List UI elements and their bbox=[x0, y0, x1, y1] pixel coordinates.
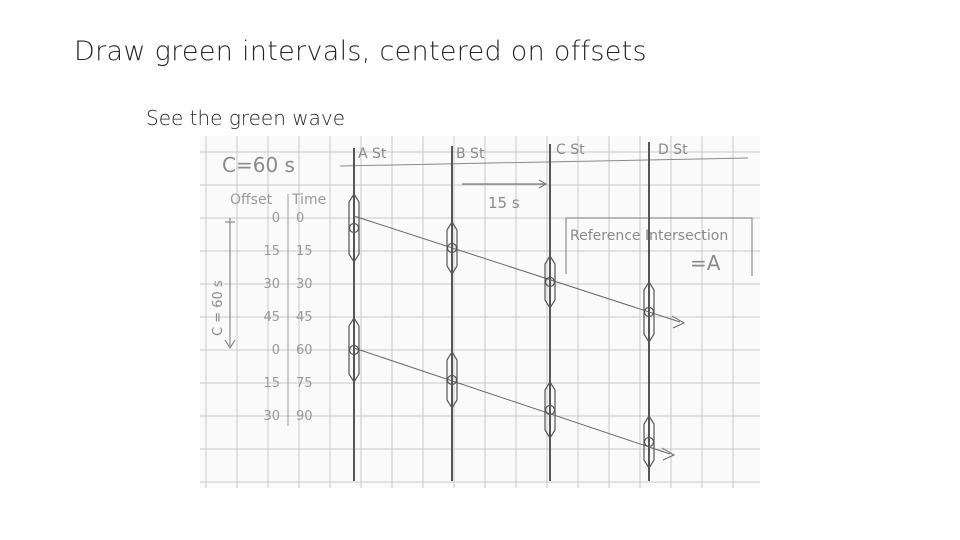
offset-marker bbox=[544, 404, 556, 416]
paper bbox=[200, 136, 760, 488]
street-label-c: C St bbox=[556, 142, 585, 158]
green-intervals bbox=[348, 192, 655, 470]
time-cell: 30 bbox=[296, 277, 313, 292]
grid-lines bbox=[200, 136, 760, 488]
offset-marker bbox=[544, 276, 556, 288]
offset-time-table: 0 0 15 15 30 30 45 45 0 60 15 75 30 90 bbox=[263, 211, 312, 424]
offset-marker bbox=[446, 242, 458, 254]
time-cell: 15 bbox=[296, 244, 313, 259]
green-interval-bar bbox=[544, 254, 556, 310]
reference-box bbox=[565, 217, 753, 276]
offset-cell: 15 bbox=[263, 376, 280, 391]
travel-time-label: 15 s bbox=[488, 194, 520, 212]
time-cell: 0 bbox=[296, 211, 304, 226]
time-cell: 90 bbox=[296, 409, 313, 424]
cycle-label: C=60 s bbox=[222, 153, 295, 177]
green-wave-sketch: C=60 s Offset Time C = 60 s A St B St C … bbox=[200, 136, 760, 488]
time-column-header: Time bbox=[291, 192, 326, 208]
street-label-b: B St bbox=[456, 146, 485, 162]
offset-cell: 45 bbox=[263, 310, 280, 325]
offset-marker bbox=[643, 306, 655, 318]
slide-title: Draw green intervals, centered on offset… bbox=[74, 36, 647, 67]
offset-cell: 30 bbox=[263, 409, 280, 424]
offset-cell: 0 bbox=[272, 343, 280, 358]
offset-cell: 0 bbox=[272, 211, 280, 226]
time-cell: 60 bbox=[296, 343, 313, 358]
reference-equals-a: =A bbox=[690, 251, 721, 275]
offset-marker bbox=[446, 374, 458, 386]
street-label-d: D St bbox=[658, 142, 688, 158]
progression-lines bbox=[353, 215, 686, 461]
offset-cell: 15 bbox=[263, 244, 280, 259]
green-interval-bar bbox=[643, 280, 655, 344]
offset-marker bbox=[643, 436, 655, 448]
green-interval-bar bbox=[446, 220, 458, 276]
offset-marker bbox=[348, 344, 360, 356]
green-interval-bar bbox=[348, 192, 360, 264]
cycle-side-label: C = 60 s bbox=[211, 280, 226, 336]
travel-time-arrow bbox=[462, 179, 548, 189]
time-cell: 45 bbox=[296, 310, 313, 325]
green-interval-bar bbox=[544, 380, 556, 440]
street-header-line bbox=[339, 157, 749, 167]
time-cell: 75 bbox=[296, 376, 313, 391]
slide-subtitle: See the green wave bbox=[146, 106, 346, 130]
offset-cell: 30 bbox=[263, 277, 280, 292]
street-label-a: A St bbox=[358, 146, 387, 162]
cycle-bracket bbox=[224, 218, 236, 350]
green-interval-bar bbox=[446, 350, 458, 410]
green-interval-bar bbox=[643, 414, 655, 470]
offset-column-header: Offset bbox=[230, 192, 273, 208]
offset-marker bbox=[348, 222, 360, 234]
green-interval-bar bbox=[348, 316, 360, 384]
